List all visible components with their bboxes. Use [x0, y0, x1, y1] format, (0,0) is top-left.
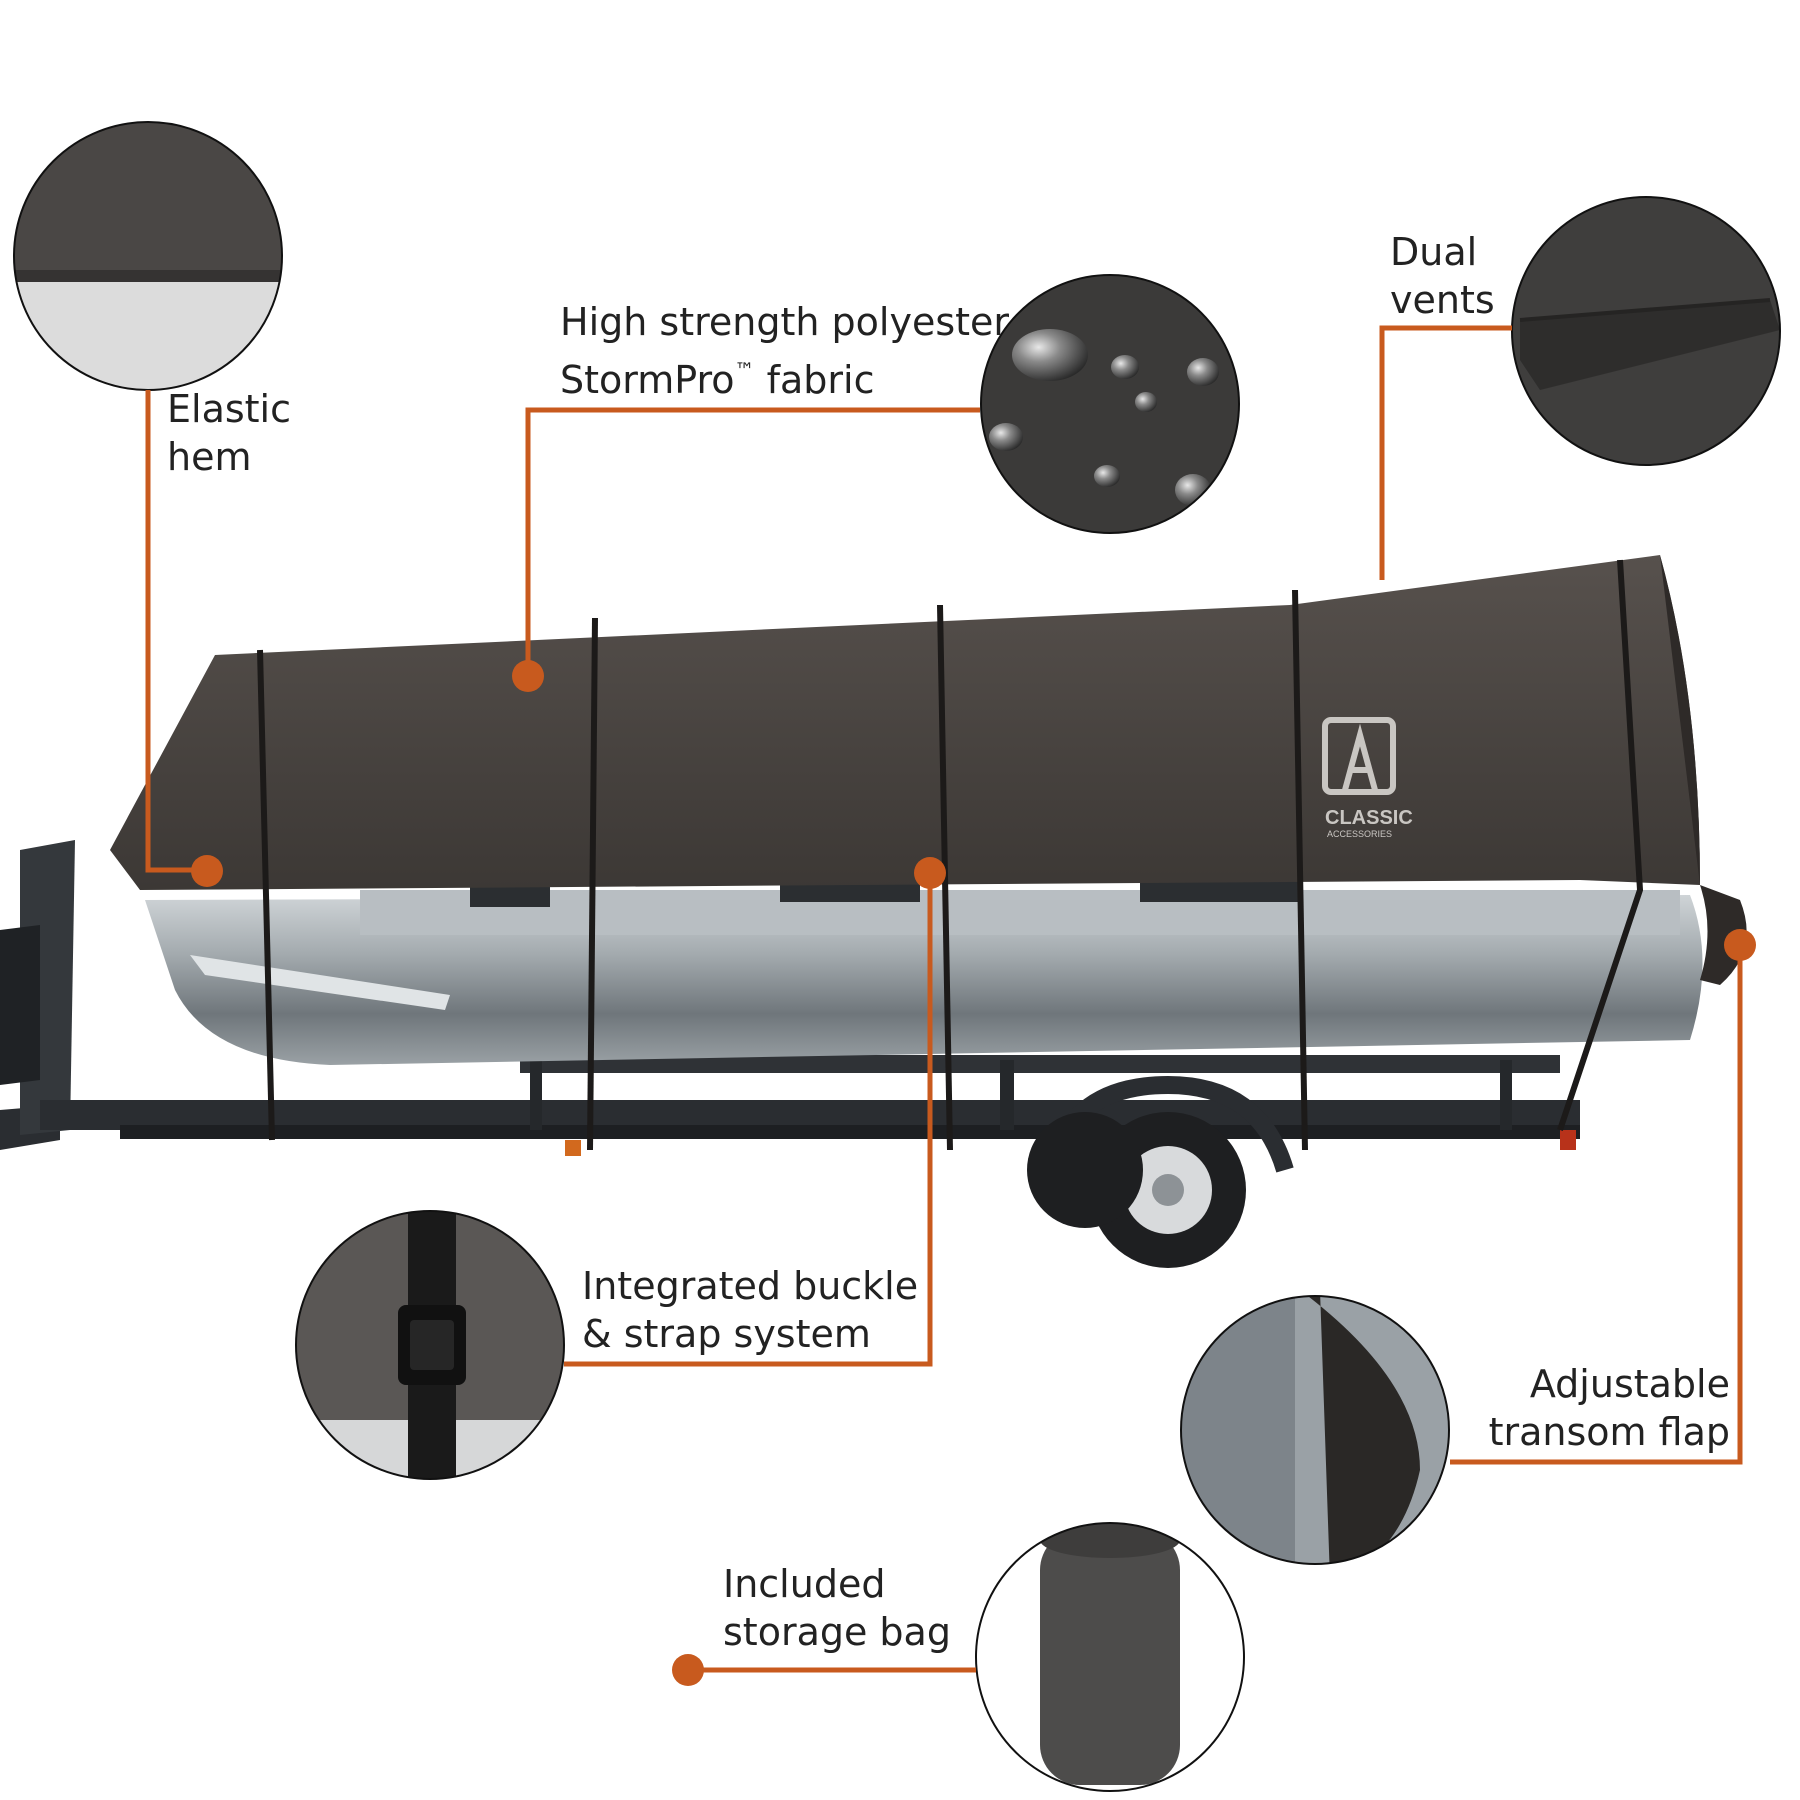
elastic-hem-label: Elastic hem — [167, 385, 291, 481]
storage-line-2: storage bag — [723, 1610, 951, 1654]
trailer-wheel — [1027, 1075, 1294, 1268]
storage-bag-circle — [975, 1522, 1245, 1792]
elastic-hem-line-1: Elastic — [167, 387, 292, 431]
fabric-circle — [980, 274, 1240, 534]
storage-line-1: Included — [723, 1562, 886, 1606]
classic-accessories-logo: CLASSIC ACCESSORIES — [1322, 717, 1413, 839]
transom-circle — [1180, 1295, 1450, 1565]
transom-line-1: Adjustable — [1529, 1362, 1730, 1406]
buckle-line-2: & strap system — [582, 1312, 871, 1356]
transom-dot — [1724, 929, 1756, 961]
callout-dots — [191, 660, 1756, 1686]
fabric-leader — [525, 407, 980, 672]
dual-vents-leader — [1379, 325, 1512, 580]
logo-sub-text: ACCESSORIES — [1327, 829, 1392, 839]
boat-cover: CLASSIC ACCESSORIES — [110, 555, 1747, 1151]
callout-lines — [145, 325, 1743, 1673]
dual-vents-line-2: vents — [1390, 278, 1495, 322]
cover-straps — [257, 559, 1644, 1151]
elastic-hem-detail-image — [14, 122, 282, 390]
transom-line-2: transom flap — [1488, 1410, 1730, 1454]
buckle-detail-image — [296, 1211, 564, 1479]
elastic-hem-leader — [145, 390, 205, 873]
transom-leader — [1450, 945, 1743, 1465]
fabric-line-2: StormPro™ fabric — [560, 358, 875, 402]
pontoon-boat-image: CLASSIC ACCESSORIES — [0, 555, 1747, 1268]
buckle-leader — [564, 870, 933, 1367]
fabric-dot — [512, 660, 544, 692]
transom-label: Adjustable transom flap — [1480, 1360, 1730, 1456]
buckle-circle — [295, 1210, 565, 1480]
pontoon-tube — [145, 880, 1703, 1065]
trailer — [0, 840, 1580, 1268]
elastic-hem-dot — [191, 855, 223, 887]
fabric-detail-image — [981, 275, 1239, 533]
fabric-line-1: High strength polyester — [560, 300, 1010, 344]
storage-label: Included storage bag — [723, 1560, 951, 1656]
dual-vents-label: Dual vents — [1390, 228, 1495, 324]
buckle-dot — [914, 857, 946, 889]
dual-vents-line-1: Dual — [1390, 230, 1478, 274]
fabric-label: High strength polyester StormPro™ fabric — [560, 298, 1009, 404]
storage-bag-detail-image — [976, 1523, 1244, 1791]
transom-detail-image — [1181, 1296, 1449, 1564]
buckle-line-1: Integrated buckle — [582, 1264, 919, 1308]
logo-brand-text: CLASSIC — [1325, 807, 1413, 829]
buckle-label: Integrated buckle & strap system — [582, 1262, 918, 1358]
vents-detail-image — [1512, 197, 1780, 465]
elastic-hem-line-2: hem — [167, 435, 252, 479]
vents-circle — [1511, 196, 1781, 466]
storage-dot — [672, 1654, 704, 1686]
